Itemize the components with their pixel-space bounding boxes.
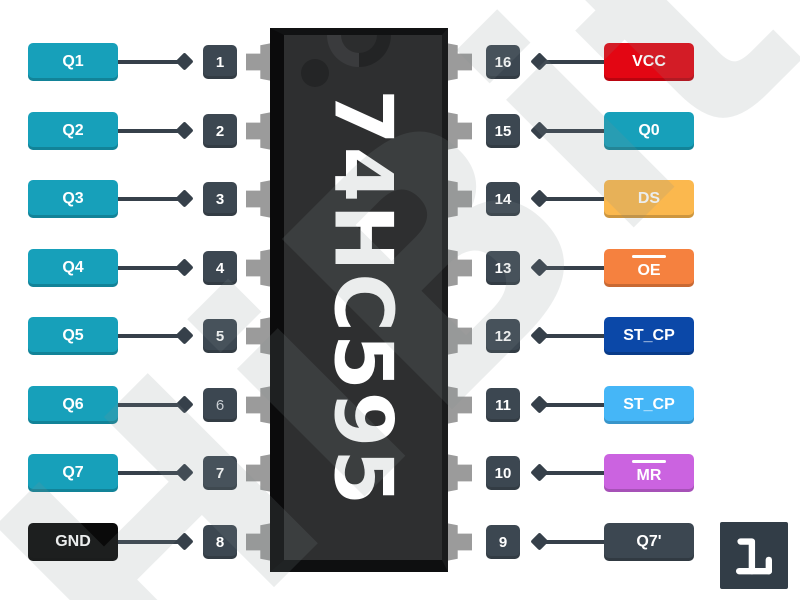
pin-label: Q6 [28, 386, 118, 424]
pin-label-text: ST_CP [623, 327, 675, 344]
ic-pin-leg [446, 317, 472, 355]
connector-diamond-icon [530, 326, 549, 345]
connector-line [116, 60, 184, 64]
pin-number: 4 [203, 251, 237, 285]
pin-label-text: ST_CP [623, 396, 675, 413]
pin-label-text: GND [55, 533, 91, 550]
pin-number: 1 [203, 45, 237, 79]
ic-pin-leg [446, 249, 472, 287]
pin-number: 5 [203, 319, 237, 353]
pin-label-text: MR [636, 466, 662, 484]
pin-label: ST_CP [604, 386, 694, 424]
pin-label-text: Q7' [636, 533, 662, 550]
pin-label-text: OE [637, 261, 661, 279]
pin-label: MR [604, 454, 694, 492]
pin-number: 2 [203, 114, 237, 148]
pin1-indicator-dot [301, 59, 329, 87]
connector-line [540, 129, 606, 133]
ic-pin-leg [446, 386, 472, 424]
connector-line [116, 266, 184, 270]
connector-line [116, 334, 184, 338]
pin-number: 6 [203, 388, 237, 422]
connector-diamond-icon [530, 121, 549, 140]
pin-number: 16 [486, 45, 520, 79]
pin-label-text: Q1 [62, 53, 84, 70]
ic-pin-leg [446, 43, 472, 81]
pin-label: Q7' [604, 523, 694, 561]
pin-label: GND [28, 523, 118, 561]
pin-number: 15 [486, 114, 520, 148]
pin-number: 13 [486, 251, 520, 285]
ic-pin-leg [446, 523, 472, 561]
connector-line [116, 471, 184, 475]
pin-label-text: Q4 [62, 259, 84, 276]
pin-number: 12 [486, 319, 520, 353]
pin-label-text: Q6 [62, 396, 84, 413]
connector-line [116, 129, 184, 133]
pin-label-text: DS [637, 190, 661, 207]
connector-line [116, 197, 184, 201]
hibit-logo-glyph [736, 537, 772, 574]
ic-pin-leg [446, 180, 472, 218]
pin-label-text: Q5 [62, 327, 84, 344]
ic-notch [327, 35, 391, 67]
pin-label: Q1 [28, 43, 118, 81]
ic-pin-leg [446, 112, 472, 150]
pin-number: 9 [486, 525, 520, 559]
pin-label: Q5 [28, 317, 118, 355]
pin-label: VCC [604, 43, 694, 81]
pin-number: 10 [486, 456, 520, 490]
connector-diamond-icon [530, 258, 549, 277]
connector-line [540, 266, 606, 270]
connector-diamond-icon [530, 189, 549, 208]
pin-label: OE [604, 249, 694, 287]
overline-bar [632, 460, 666, 463]
pin-label: Q2 [28, 112, 118, 150]
ic-body: 74HC595 [270, 28, 448, 572]
connector-line [540, 471, 606, 475]
connector-line [540, 60, 606, 64]
pin-number: 8 [203, 525, 237, 559]
pin-number: 3 [203, 182, 237, 216]
connector-line [116, 540, 184, 544]
connector-diamond-icon [530, 532, 549, 551]
pin-label-text: Q2 [62, 122, 84, 139]
pin-label: Q7 [28, 454, 118, 492]
pin-number: 14 [486, 182, 520, 216]
ic-part-number: 74HC595 [316, 88, 410, 507]
overline-bar [632, 255, 666, 258]
connector-line [540, 403, 606, 407]
pin-number: 7 [203, 456, 237, 490]
pin-label: DS [604, 180, 694, 218]
pin-label: Q3 [28, 180, 118, 218]
pin-label: Q4 [28, 249, 118, 287]
pin-label-text: Q0 [638, 122, 660, 139]
connector-diamond-icon [530, 52, 549, 71]
hibit-logo [720, 522, 788, 589]
pin-label-text: VCC [632, 53, 666, 70]
pin-number: 11 [486, 388, 520, 422]
pin-label: ST_CP [604, 317, 694, 355]
connector-line [116, 403, 184, 407]
pin-label: Q0 [604, 112, 694, 150]
connector-line [540, 540, 606, 544]
connector-diamond-icon [530, 463, 549, 482]
connector-diamond-icon [530, 395, 549, 414]
connector-line [540, 197, 606, 201]
pin-label-text: Q3 [62, 190, 84, 207]
ic-notch-inner [341, 35, 377, 53]
pin-label-text: Q7 [62, 464, 84, 481]
connector-line [540, 334, 606, 338]
ic-pin-leg [446, 454, 472, 492]
